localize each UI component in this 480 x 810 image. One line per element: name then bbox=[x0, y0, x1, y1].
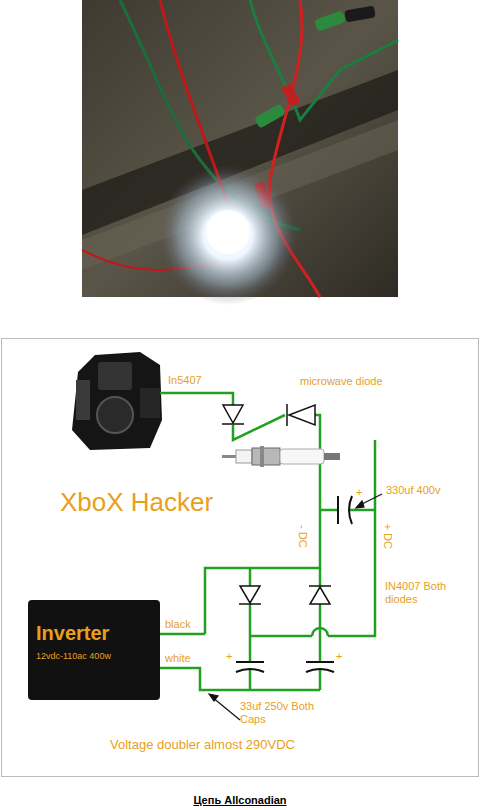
schematic-label: Voltage doubler almost 290VDC bbox=[110, 738, 295, 753]
schematic-label: In5407 bbox=[168, 374, 202, 387]
schematic-label: 33uf 250v Both Caps bbox=[240, 700, 330, 725]
spark-plug bbox=[222, 446, 340, 467]
caption-row: Цепь Allconadian bbox=[0, 790, 480, 808]
diode-symbols bbox=[222, 404, 331, 604]
schematic-label: white bbox=[165, 652, 191, 665]
schematic-label: microwave diode bbox=[300, 375, 383, 388]
inverter-title: Inverter bbox=[36, 622, 152, 645]
leader-arrows bbox=[209, 494, 382, 720]
caption: Цепь Allconadian bbox=[193, 794, 286, 806]
schematic-label: + bbox=[226, 650, 232, 663]
engine-picture bbox=[72, 352, 162, 450]
capacitor-symbols bbox=[236, 496, 352, 672]
photo bbox=[82, 0, 398, 305]
frame bbox=[2, 339, 479, 777]
wires bbox=[160, 393, 375, 690]
schematic-label: + bbox=[336, 650, 342, 663]
schematic-label: IN4007 Both diodes bbox=[385, 580, 465, 605]
schematic-label: black bbox=[165, 618, 191, 631]
schematic-label: - DC bbox=[296, 525, 309, 548]
schematic-label: XboX Hacker bbox=[60, 488, 213, 518]
schematic-label: + DC bbox=[382, 524, 395, 549]
schematic-label: + bbox=[356, 486, 362, 499]
inverter-rating: 12vdc-110ac 400w bbox=[36, 651, 152, 661]
inverter-box: Inverter 12vdc-110ac 400w bbox=[28, 600, 160, 700]
schematic-label: 330uf 400v bbox=[386, 484, 440, 497]
